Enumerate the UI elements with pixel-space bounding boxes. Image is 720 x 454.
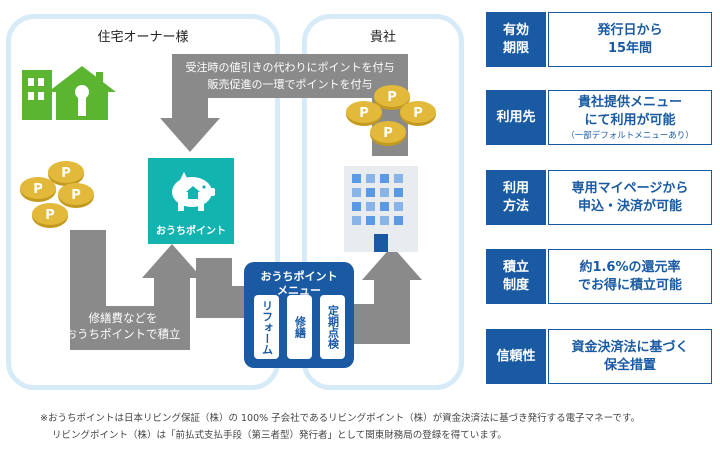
logo-label: おうちポイント xyxy=(156,226,226,237)
feature-label-expiry: 有効 期限 xyxy=(486,12,546,67)
feature-label-method: 利用 方法 xyxy=(486,170,546,225)
svg-text:P: P xyxy=(45,208,55,223)
svg-text:P: P xyxy=(359,106,369,121)
svg-text:P: P xyxy=(33,182,43,197)
ouchi-point-logo: おうちポイント xyxy=(148,158,234,244)
top-arrow-left-stem xyxy=(172,54,208,120)
footnote-line-1: ※おうちポイントは日本リビング保証（株）の 100% 子会社であるリビングポイン… xyxy=(40,413,641,424)
svg-text:P: P xyxy=(387,90,397,105)
top-arrow-head xyxy=(160,118,220,152)
top-arrow-text-2: 販売促進の一環でポイントを付与 xyxy=(207,78,373,91)
menu-to-company-up xyxy=(374,278,410,344)
building-icon xyxy=(344,166,418,252)
menu-to-company-arrow-head xyxy=(362,246,422,280)
homeowner-title: 住宅オーナー様 xyxy=(97,30,189,45)
menu-item-repair[interactable]: 修繕 xyxy=(287,295,312,359)
feature-label-reliability: 信頼性 xyxy=(486,329,546,384)
coins-homeowner-icon: P P P P xyxy=(20,161,94,228)
menu-title-2: メニュー xyxy=(277,284,321,297)
piggy-bank-icon xyxy=(172,172,215,211)
bottom-left-arrow-head xyxy=(142,244,202,278)
top-arrow-text-1: 受注時の値引きの代わりにポイントを付与 xyxy=(185,61,395,74)
menu-item-reform[interactable]: リフォーム xyxy=(254,295,279,359)
svg-text:P: P xyxy=(383,126,393,141)
coins-company-icon: P P P P xyxy=(346,85,436,146)
svg-text:P: P xyxy=(413,106,423,121)
feature-value-reliability: 資金決済法に基づく 保全措置 xyxy=(548,329,712,384)
bottom-left-arrow-up xyxy=(154,276,190,350)
svg-text:P: P xyxy=(61,166,71,181)
top-arrow-bar xyxy=(172,54,408,98)
house-icon xyxy=(22,66,116,120)
feature-value-savings: 約1.6%の還元率 でお得に積立可能 xyxy=(548,249,712,304)
menu-item-inspection[interactable]: 定期点検 xyxy=(320,295,345,359)
feature-label-savings: 積立 制度 xyxy=(486,249,546,304)
feature-label-usage: 利用先 xyxy=(486,90,546,145)
feature-value-expiry: 発行日から 15年間 xyxy=(548,12,712,67)
bottom-arrow-text-2: おうちポイントで積立 xyxy=(65,327,181,341)
bottom-arrow-text-1: 修繕費などを xyxy=(88,311,158,325)
menu-title-1: おうちポイント xyxy=(260,270,338,283)
logo-to-menu-arrow-bar xyxy=(196,286,248,318)
svg-text:P: P xyxy=(71,188,81,203)
feature-value-usage: 貴社提供メニュー にて利用が可能（一部デフォルトメニューあり） xyxy=(548,90,712,145)
feature-value-method: 専用マイページから 申込・決済が可能 xyxy=(548,170,712,225)
company-title: 貴社 xyxy=(369,30,396,45)
footnote-line-2: リビングポイント（株）は「前払式支払手段（第三者型）発行者」として関東財務局の登… xyxy=(52,430,507,441)
